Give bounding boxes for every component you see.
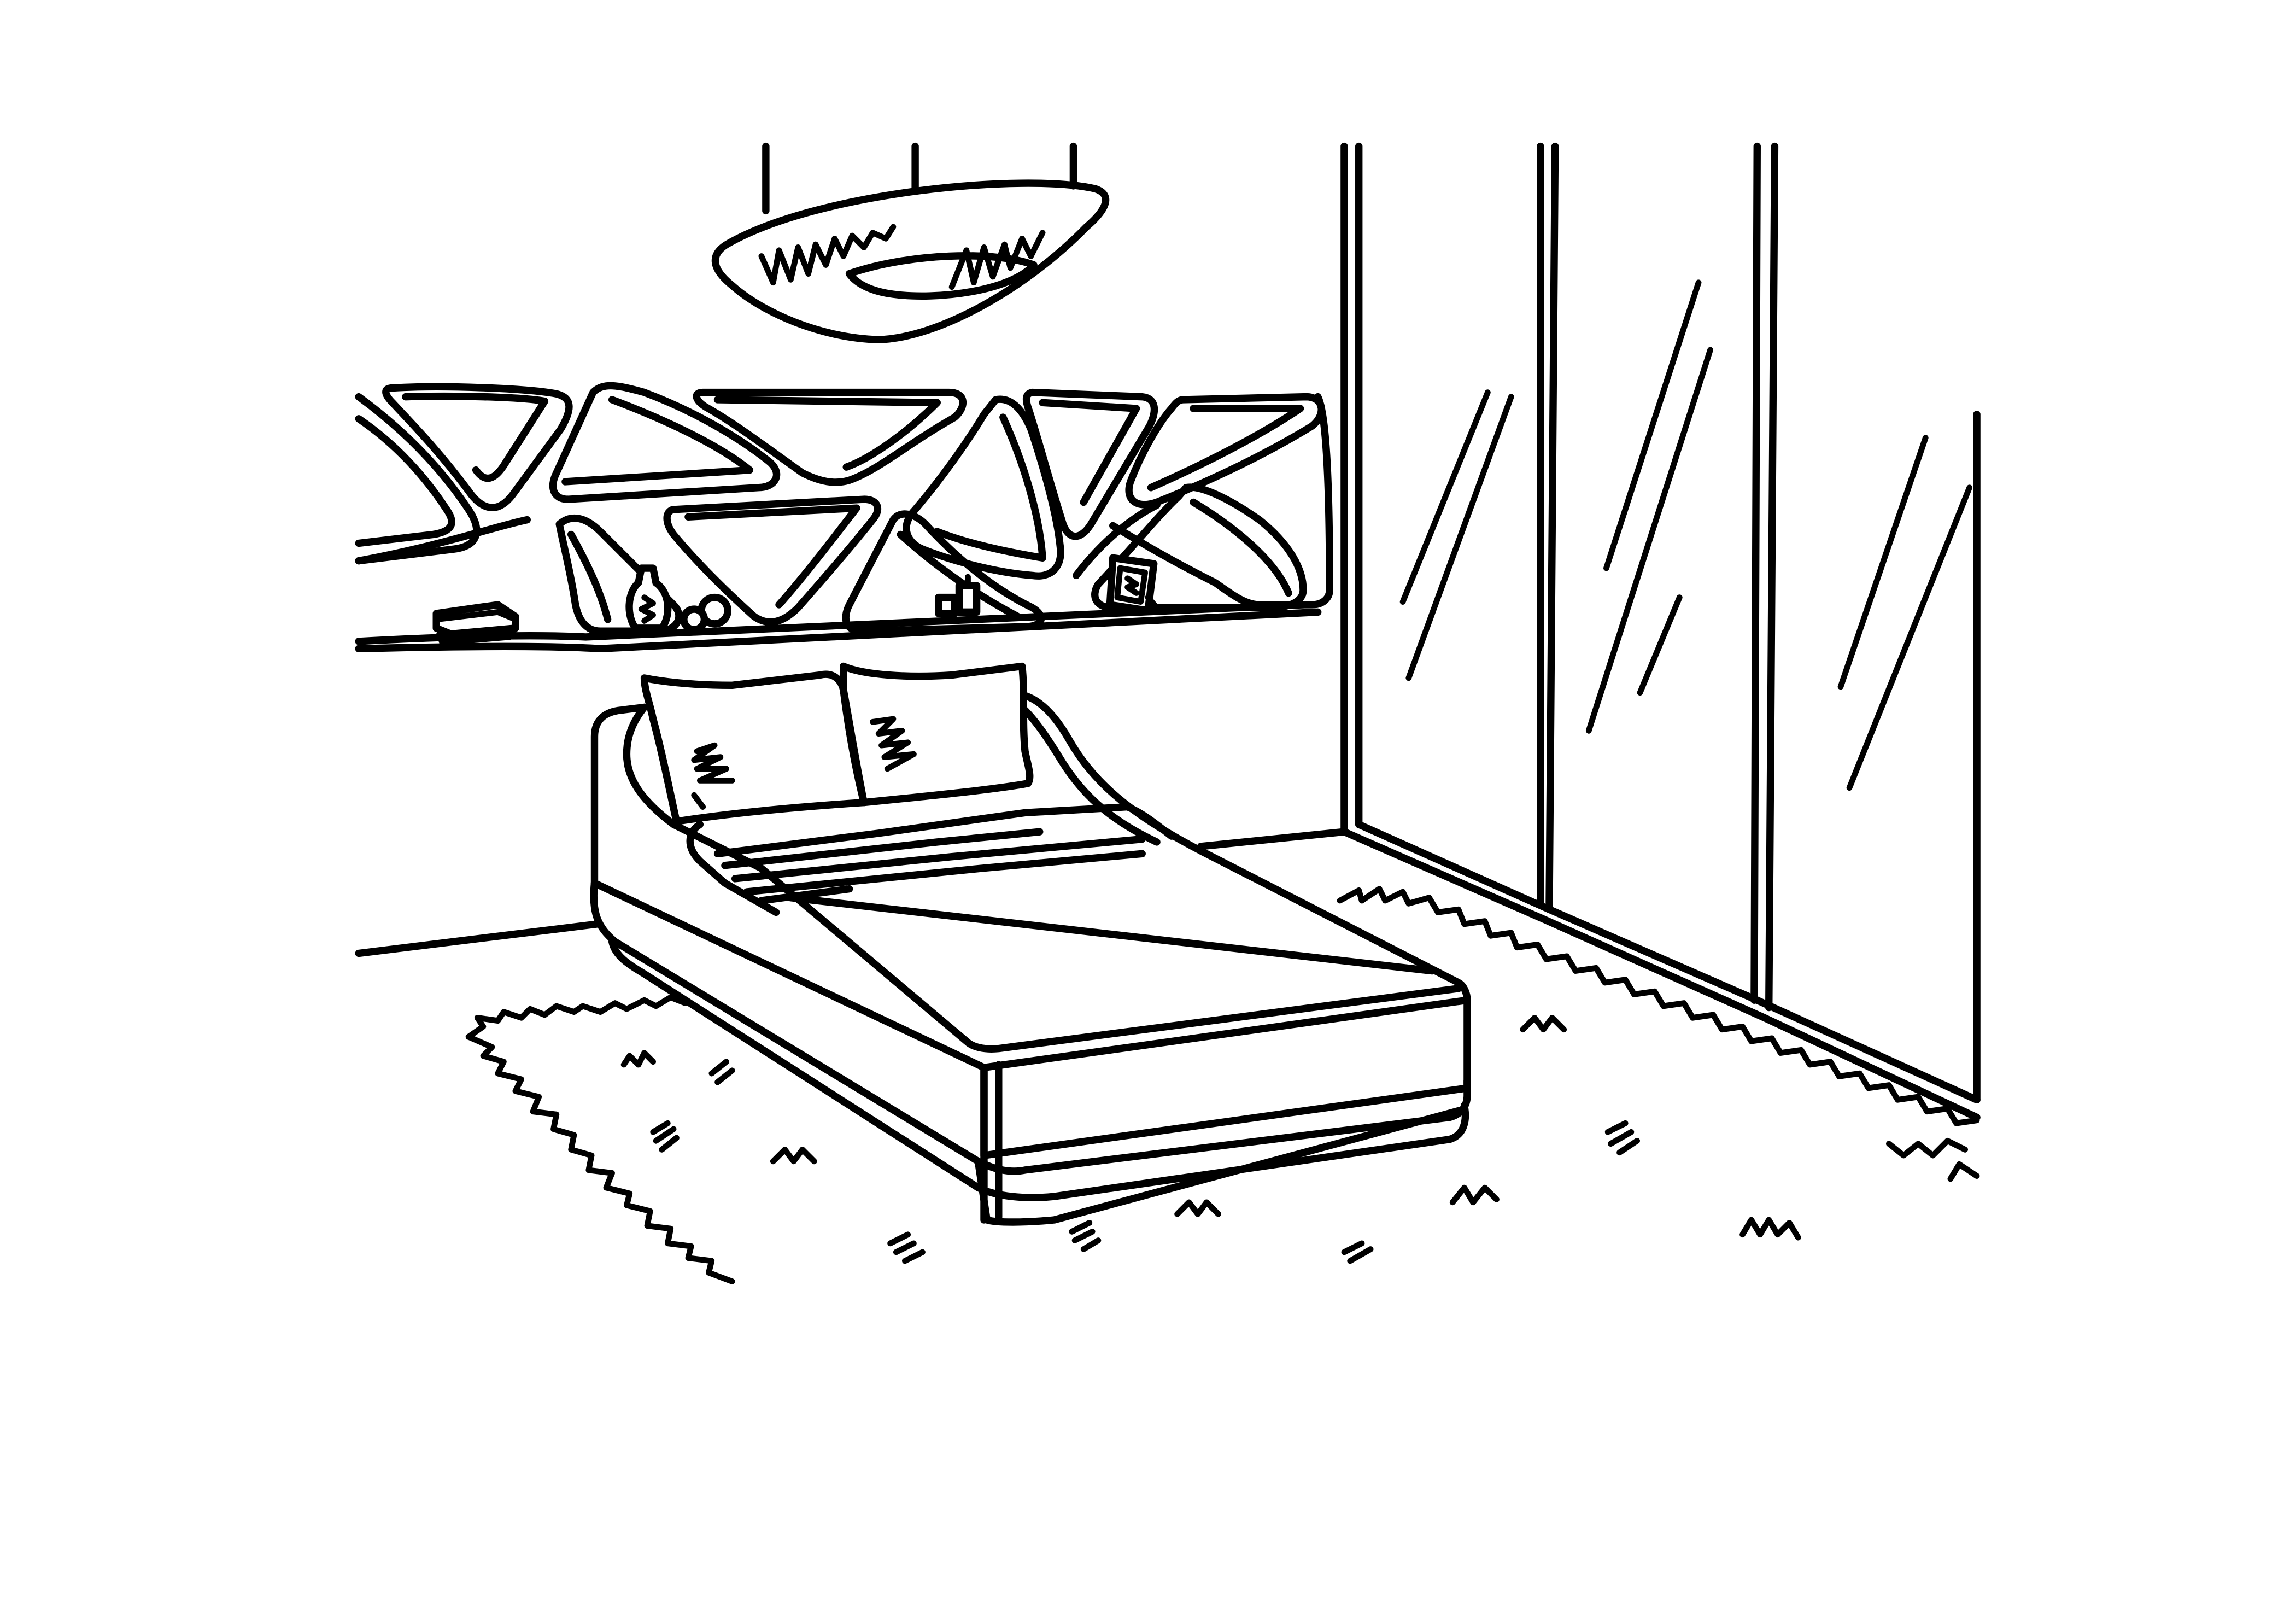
room-walls <box>355 142 1363 957</box>
shelf-picture-frame <box>1106 554 1160 615</box>
shelf-balls <box>680 593 731 634</box>
shelf-candles <box>935 574 981 617</box>
wall-shelving-unit <box>355 382 1333 653</box>
shaggy-rug <box>465 886 1980 1284</box>
shelf-vase <box>625 564 672 632</box>
glass-panel-wall <box>1340 142 1981 1121</box>
shelf-books <box>432 601 519 646</box>
bed <box>590 662 1471 1226</box>
pendant-lamp <box>711 142 1110 343</box>
